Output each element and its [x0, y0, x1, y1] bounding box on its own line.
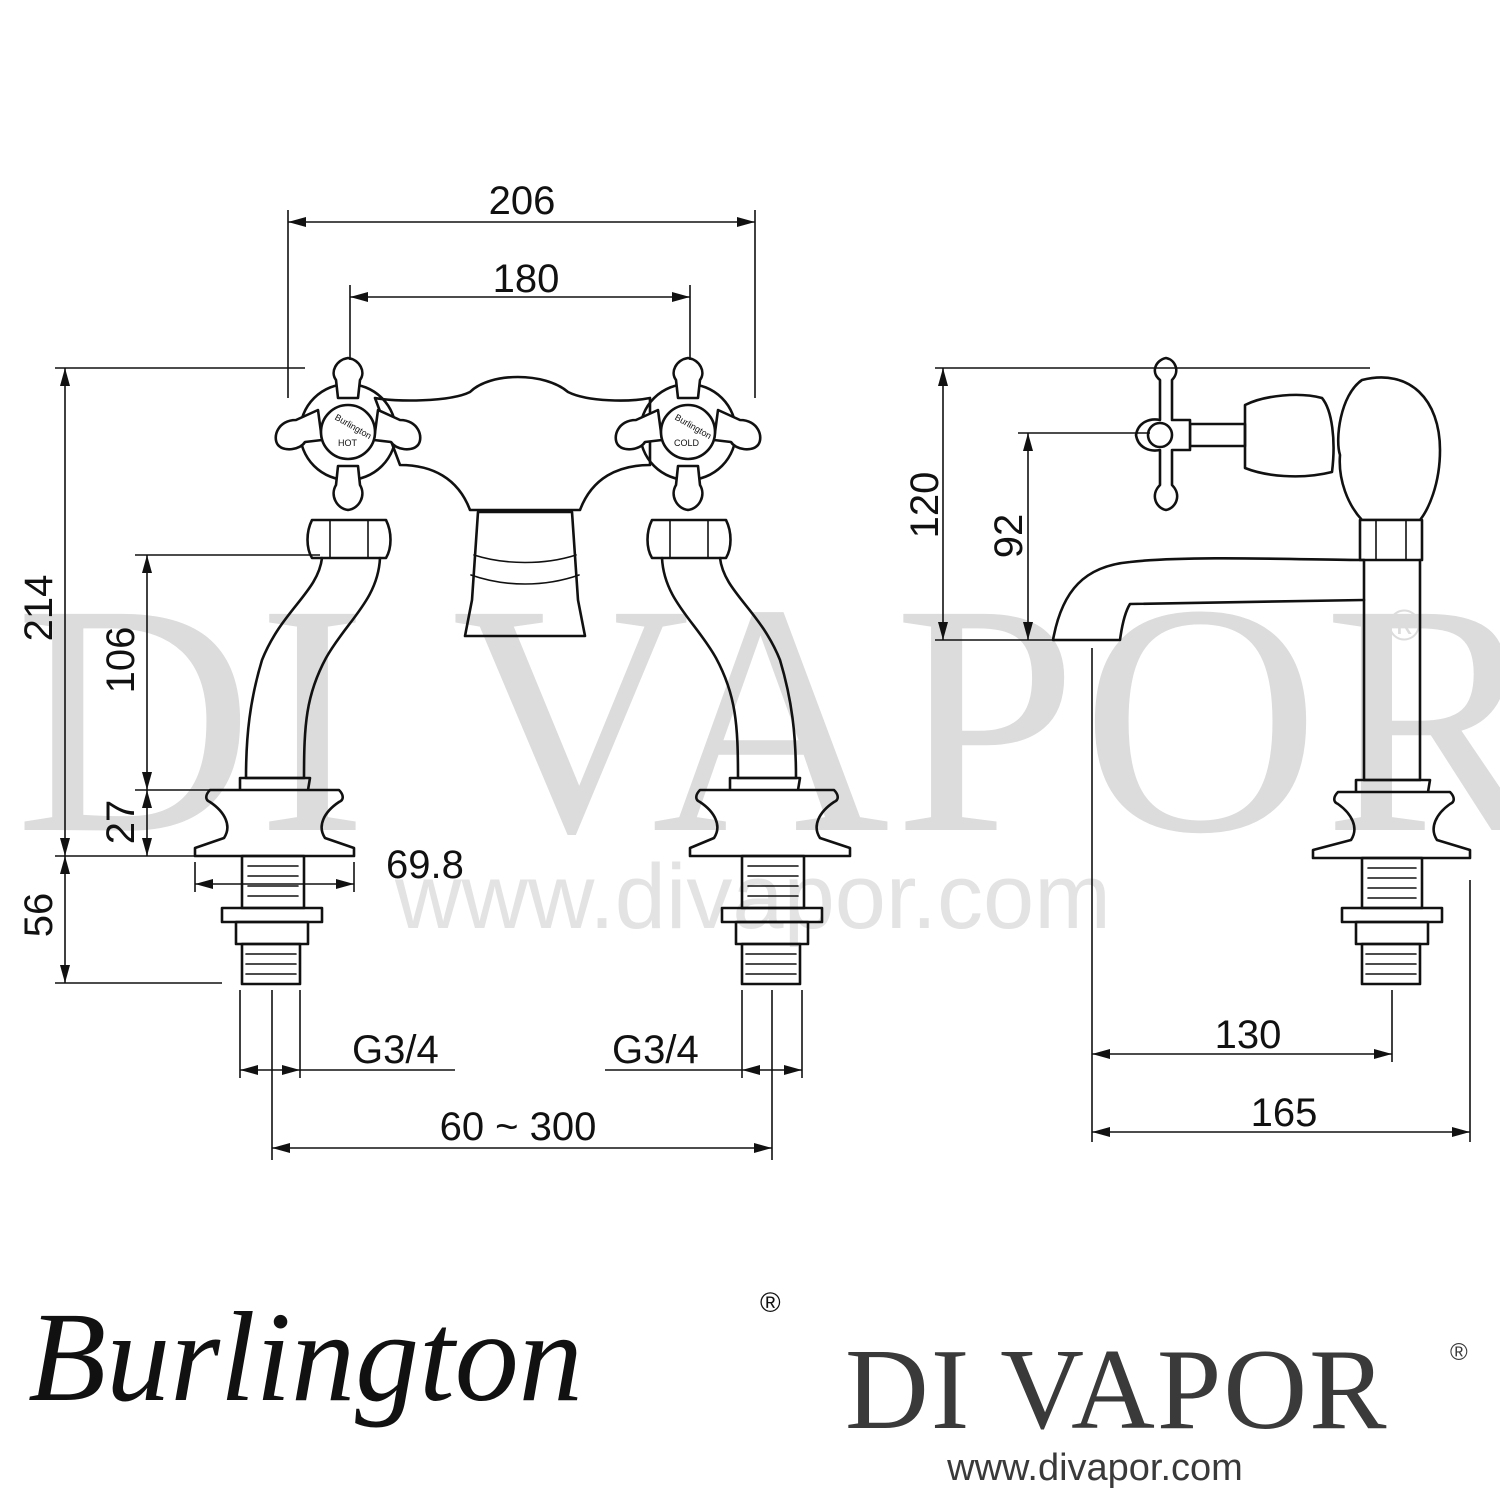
burlington-logo: Burlington — [28, 1286, 583, 1428]
dim-side-depth-overall-label: 165 — [1251, 1091, 1318, 1135]
dim-side-spout-reach: 130 — [1091, 648, 1393, 1142]
watermark-url: www.divapor.com — [394, 846, 1111, 948]
watermark: DI VAPOR ® www.divapor.com — [15, 537, 1500, 948]
dim-centres-range: 60 ~ 300 — [271, 990, 773, 1160]
side-base — [1311, 778, 1472, 860]
dim-leg-height-label: 106 — [99, 627, 143, 694]
dim-thread-right: G3/4 — [605, 990, 803, 1078]
dim-height-overall: 214 — [17, 367, 305, 856]
mixer-body — [373, 375, 652, 512]
spout-front — [463, 510, 587, 638]
dim-side-height-body-label: 120 — [903, 472, 947, 539]
dim-handle-centres-label: 180 — [493, 257, 560, 301]
watermark-registered: ® — [1388, 601, 1420, 650]
dim-width-overall-label: 206 — [489, 179, 556, 223]
dim-side-depth-overall: 165 — [1092, 880, 1471, 1142]
right-base — [688, 776, 852, 858]
dim-side-height-spout-label: 92 — [987, 514, 1031, 559]
left-shank — [220, 854, 324, 986]
cold-handle-label: COLD — [674, 438, 700, 448]
dim-centres-range-label: 60 ~ 300 — [440, 1105, 597, 1149]
dim-thread-right-label: G3/4 — [612, 1028, 699, 1072]
dim-side-height-body: 120 — [903, 367, 1370, 641]
watermark-big-text: DI VAPOR — [15, 537, 1500, 902]
dim-thread-left-label: G3/4 — [352, 1028, 439, 1072]
hot-handle-label: HOT — [338, 438, 358, 448]
dim-collar-diameter: 69.8 — [194, 843, 464, 892]
burlington-registered: ® — [760, 1287, 781, 1318]
side-shank — [1340, 856, 1444, 986]
dim-collar-height: 27 — [99, 790, 152, 856]
dim-shank-length: 56 — [17, 855, 222, 984]
dim-collar-height-label: 27 — [99, 800, 143, 845]
side-nut — [1358, 518, 1424, 562]
front-view: Burlington HOT Burlington COLD — [17, 179, 852, 1160]
dim-side-height-spout: 92 — [987, 432, 1150, 640]
dim-shank-length-label: 56 — [17, 893, 61, 938]
side-handle-bell — [1243, 393, 1335, 478]
right-nut — [646, 518, 732, 560]
dim-leg-height: 106 — [99, 554, 320, 791]
side-view: 120 92 130 165 — [903, 356, 1472, 1142]
divapor-url: www.divapor.com — [946, 1447, 1243, 1489]
right-shank — [720, 854, 824, 986]
side-spout — [1051, 556, 1366, 642]
dim-handle-centres: 180 — [349, 257, 691, 360]
divapor-logo: DI VAPOR — [845, 1326, 1389, 1454]
cold-handle: Burlington COLD — [614, 356, 762, 512]
left-nut — [306, 518, 392, 560]
dim-height-overall-label: 214 — [17, 575, 61, 642]
dim-side-spout-reach-label: 130 — [1215, 1013, 1282, 1057]
footer: Burlington ® DI VAPOR ® www.divapor.com — [28, 1286, 1468, 1489]
spout-ring — [473, 554, 577, 564]
side-spindle — [1188, 422, 1247, 448]
dim-thread-left: G3/4 — [239, 990, 455, 1078]
divapor-registered: ® — [1450, 1339, 1468, 1366]
side-body-head — [1336, 376, 1442, 522]
hot-handle: Burlington HOT — [274, 356, 422, 512]
side-cross-handle — [1134, 356, 1192, 512]
dim-collar-diameter-label: 69.8 — [386, 843, 464, 887]
dim-width-overall: 206 — [287, 179, 756, 398]
spout-ring — [470, 574, 580, 585]
